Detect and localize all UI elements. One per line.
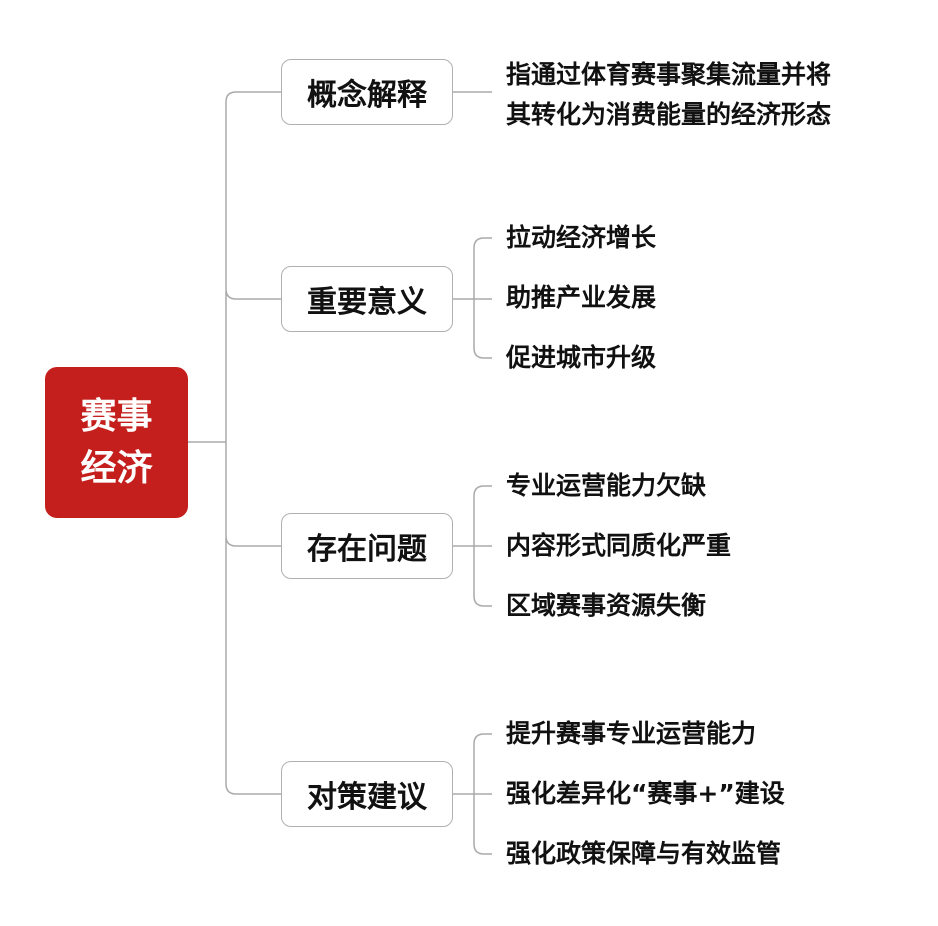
branch-problems[interactable]: 存在问题 (281, 513, 453, 579)
leaf-node[interactable]: 提升赛事专业运营能力 (506, 719, 757, 748)
leaf-node[interactable]: 内容形式同质化严重 (506, 531, 732, 560)
leaf-node[interactable]: 助推产业发展 (506, 283, 657, 312)
problems-connector (453, 485, 492, 607)
concept-line: 指通过体育赛事聚集流量并将 (506, 60, 832, 89)
concept-text: 指通过体育赛事聚集流量并将 其转化为消费能量的经济形态 (506, 55, 831, 135)
leaf-node[interactable]: 促进城市升级 (506, 343, 657, 372)
leaf-node[interactable]: 强化差异化“赛事+”建设 (506, 779, 785, 808)
leaf-node[interactable]: 区域赛事资源失衡 (506, 591, 707, 620)
root-label: 赛事经济 (80, 395, 153, 489)
significance-connector (453, 237, 492, 359)
branch-suggestions[interactable]: 对策建议 (281, 761, 453, 827)
trunk-connector (225, 91, 281, 795)
branch-concept[interactable]: 概念解释 (281, 59, 453, 125)
concept-line: 其转化为消费能量的经济形态 (506, 100, 832, 129)
leaf-node[interactable]: 拉动经济增长 (506, 223, 657, 252)
leaf-node[interactable]: 专业运营能力欠缺 (506, 471, 707, 500)
branch-significance[interactable]: 重要意义 (281, 266, 453, 332)
suggestions-connector (453, 733, 492, 855)
root-node[interactable]: 赛事经济 (45, 367, 188, 518)
leaf-node[interactable]: 强化政策保障与有效监管 (506, 839, 782, 868)
